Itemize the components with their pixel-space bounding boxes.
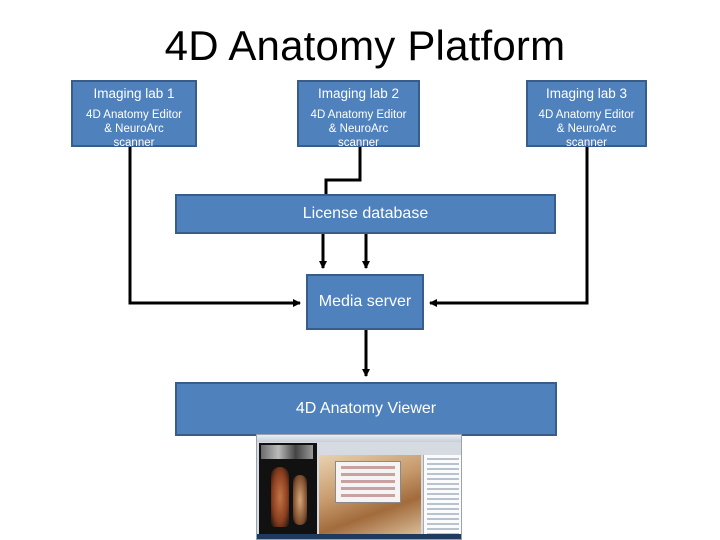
imaging-lab-2-line-2: & NeuroArc <box>328 123 389 135</box>
viewer-label: 4D Anatomy Viewer <box>295 400 437 417</box>
media-server-label: Media server <box>318 293 412 310</box>
connector-lab3-to-media <box>429 147 589 307</box>
connector-lab2-to-license <box>324 147 362 194</box>
imaging-lab-3-line-2: & NeuroArc <box>556 123 617 135</box>
imaging-lab-3-box: Imaging lab 3 4D Anatomy Editor & NeuroA… <box>526 80 647 149</box>
license-database-box: License database <box>175 194 556 234</box>
imaging-lab-1-line-2: & NeuroArc <box>104 123 164 135</box>
imaging-lab-3-title: Imaging lab 3 <box>545 86 628 101</box>
imaging-lab-1-title: Imaging lab 1 <box>93 86 175 101</box>
imaging-lab-2-line-1: 4D Anatomy Editor <box>310 109 407 121</box>
imaging-lab-3-line-1: 4D Anatomy Editor <box>538 109 635 121</box>
viewer-screenshot-image <box>256 434 462 540</box>
imaging-lab-1-line-1: 4D Anatomy Editor <box>86 109 182 121</box>
page-title: 4D Anatomy Platform <box>164 22 566 69</box>
imaging-lab-1-line-3: scanner <box>113 137 155 149</box>
imaging-lab-3-line-3: scanner <box>566 137 607 149</box>
imaging-lab-1-box: Imaging lab 1 4D Anatomy Editor & NeuroA… <box>71 80 197 149</box>
license-database-label: License database <box>302 205 429 222</box>
imaging-lab-2-box: Imaging lab 2 4D Anatomy Editor & NeuroA… <box>297 80 420 149</box>
imaging-lab-2-line-3: scanner <box>338 137 379 149</box>
media-server-box: Media server <box>306 274 424 330</box>
imaging-lab-2-title: Imaging lab 2 <box>317 86 400 101</box>
connector-lab1-to-media <box>128 147 301 307</box>
